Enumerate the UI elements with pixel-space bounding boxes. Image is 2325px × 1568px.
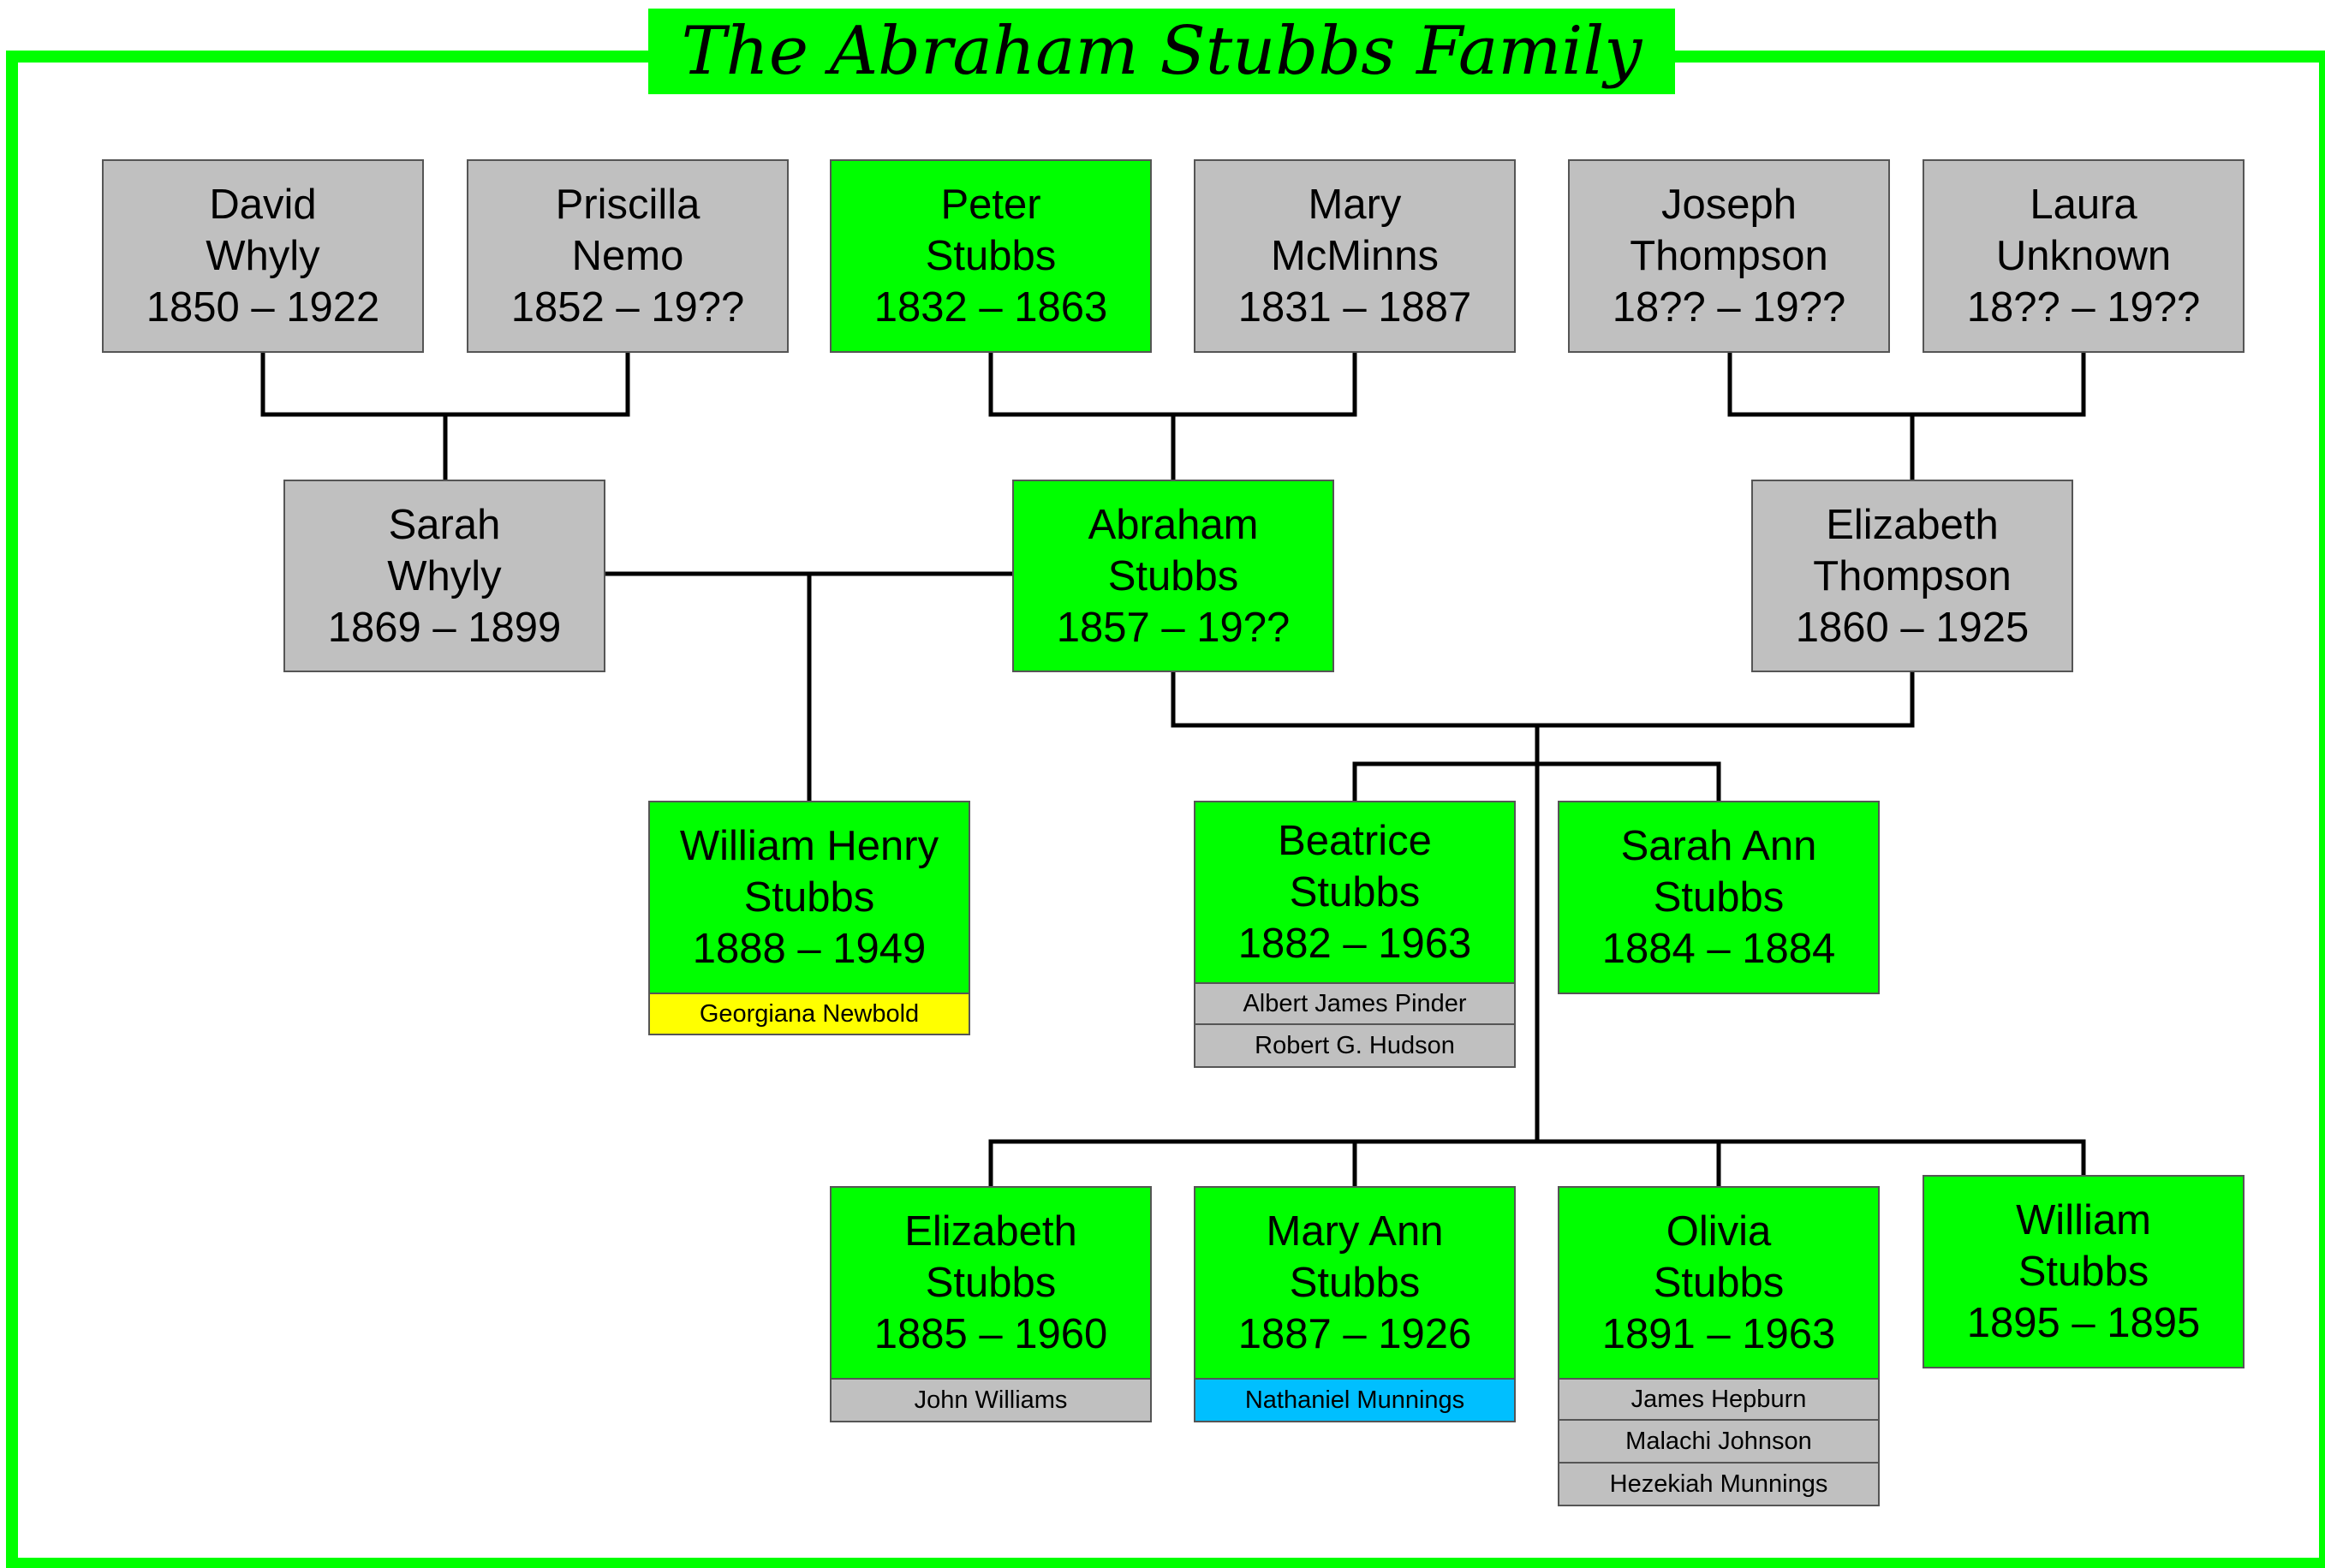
person-years: 1895 – 1895 xyxy=(1966,1300,2201,1346)
person-years: 1831 – 1887 xyxy=(1237,284,1472,331)
spouse-georgiana-newbold: Georgiana Newbold xyxy=(648,993,970,1035)
person-william-henry-stubbs: William Henry Stubbs 1888 – 1949 xyxy=(648,801,970,994)
person-years: 1888 – 1949 xyxy=(692,926,927,972)
person-years: 1887 – 1926 xyxy=(1237,1311,1472,1357)
person-years: 18?? – 19?? xyxy=(1612,284,1846,331)
person-abraham-stubbs: Abraham Stubbs 1857 – 19?? xyxy=(1012,480,1334,672)
person-last-name: Stubbs xyxy=(743,874,875,921)
person-joseph-thompson: Joseph Thompson 18?? – 19?? xyxy=(1568,159,1890,353)
person-first-name: William Henry xyxy=(679,823,939,869)
person-years: 1852 – 19?? xyxy=(510,284,745,331)
person-last-name: Whyly xyxy=(387,552,502,599)
person-first-name: David xyxy=(209,182,317,228)
person-first-name: Elizabeth xyxy=(904,1208,1077,1255)
spouse-john-williams: John Williams xyxy=(830,1378,1152,1422)
person-first-name: Laura xyxy=(2030,182,2137,228)
green-frame xyxy=(6,51,2325,1568)
person-elizabeth-thompson: Elizabeth Thompson 1860 – 1925 xyxy=(1751,480,2073,672)
person-last-name: Stubbs xyxy=(925,233,1057,279)
person-last-name: Thompson xyxy=(1813,552,2012,599)
person-years: 1857 – 19?? xyxy=(1056,604,1291,651)
spouse-nathaniel-munnings: Nathaniel Munnings xyxy=(1194,1378,1516,1422)
person-last-name: Stubbs xyxy=(1653,874,1785,921)
person-priscilla-nemo: Priscilla Nemo 1852 – 19?? xyxy=(467,159,789,353)
person-first-name: Sarah Ann xyxy=(1620,823,1817,869)
person-first-name: Abraham xyxy=(1088,501,1259,548)
person-william-stubbs: William Stubbs 1895 – 1895 xyxy=(1923,1175,2245,1368)
title-banner: The Abraham Stubbs Family xyxy=(648,9,1675,94)
person-first-name: Elizabeth xyxy=(1826,501,1999,548)
person-mary-mcminns: Mary McMinns 1831 – 1887 xyxy=(1194,159,1516,353)
person-sarah-whyly: Sarah Whyly 1869 – 1899 xyxy=(283,480,605,672)
person-first-name: Sarah xyxy=(388,501,501,548)
person-first-name: William xyxy=(2016,1197,2151,1243)
person-first-name: Peter xyxy=(940,182,1041,228)
connector-abraham-elizabeth xyxy=(1171,670,1915,1144)
diagram-title: The Abraham Stubbs Family xyxy=(681,13,1642,90)
person-olivia-stubbs: Olivia Stubbs 1891 – 1963 xyxy=(1558,1186,1880,1380)
spouse-robert-g-hudson: Robert G. Hudson xyxy=(1194,1023,1516,1068)
connector-lower-children xyxy=(988,1139,2086,1189)
person-years: 1850 – 1922 xyxy=(146,284,380,331)
person-years: 1885 – 1960 xyxy=(873,1311,1108,1357)
person-peter-stubbs: Peter Stubbs 1832 – 1863 xyxy=(830,159,1152,353)
person-last-name: Stubbs xyxy=(1289,869,1421,915)
person-last-name: Stubbs xyxy=(1653,1260,1785,1306)
person-last-name: Stubbs xyxy=(1107,552,1239,599)
person-years: 1869 – 1899 xyxy=(327,604,562,651)
person-last-name: Stubbs xyxy=(925,1260,1057,1306)
person-sarah-ann-stubbs: Sarah Ann Stubbs 1884 – 1884 xyxy=(1558,801,1880,994)
person-years: 1832 – 1863 xyxy=(873,284,1108,331)
person-first-name: Olivia xyxy=(1666,1208,1772,1255)
person-mary-ann-stubbs: Mary Ann Stubbs 1887 – 1926 xyxy=(1194,1186,1516,1380)
person-years: 1884 – 1884 xyxy=(1601,926,1836,972)
person-beatrice-stubbs: Beatrice Stubbs 1882 – 1963 xyxy=(1194,801,1516,984)
connector-thompson-parents xyxy=(1727,350,2086,482)
person-first-name: Mary Ann xyxy=(1266,1208,1444,1255)
connector-stubbs-parents xyxy=(988,350,1357,482)
person-first-name: Mary xyxy=(1308,182,1402,228)
person-elizabeth-stubbs: Elizabeth Stubbs 1885 – 1960 xyxy=(830,1186,1152,1380)
person-laura-unknown: Laura Unknown 18?? – 19?? xyxy=(1923,159,2245,353)
spouse-james-hepburn: James Hepburn xyxy=(1558,1378,1880,1421)
person-years: 18?? – 19?? xyxy=(1966,284,2201,331)
person-years: 1891 – 1963 xyxy=(1601,1311,1836,1357)
person-david-whyly: David Whyly 1850 – 1922 xyxy=(102,159,424,353)
spouse-hezekiah-munnings: Hezekiah Munnings xyxy=(1558,1462,1880,1506)
person-last-name: McMinns xyxy=(1270,233,1440,279)
person-first-name: Priscilla xyxy=(555,182,700,228)
person-first-name: Beatrice xyxy=(1278,818,1432,864)
person-years: 1860 – 1925 xyxy=(1795,604,2030,651)
person-years: 1882 – 1963 xyxy=(1237,921,1472,967)
connector-upper-children xyxy=(1352,761,1721,803)
person-last-name: Thompson xyxy=(1630,233,1828,279)
spouse-malachi-johnson: Malachi Johnson xyxy=(1558,1419,1880,1464)
person-first-name: Joseph xyxy=(1660,182,1797,228)
person-last-name: Unknown xyxy=(1995,233,2172,279)
connector-sarah-abraham xyxy=(602,571,1015,803)
spouse-albert-james-pinder: Albert James Pinder xyxy=(1194,982,1516,1025)
person-last-name: Stubbs xyxy=(1289,1260,1421,1306)
connector-whyly-parents xyxy=(260,350,630,482)
person-last-name: Whyly xyxy=(206,233,320,279)
person-last-name: Stubbs xyxy=(2018,1249,2149,1295)
person-last-name: Nemo xyxy=(571,233,684,279)
